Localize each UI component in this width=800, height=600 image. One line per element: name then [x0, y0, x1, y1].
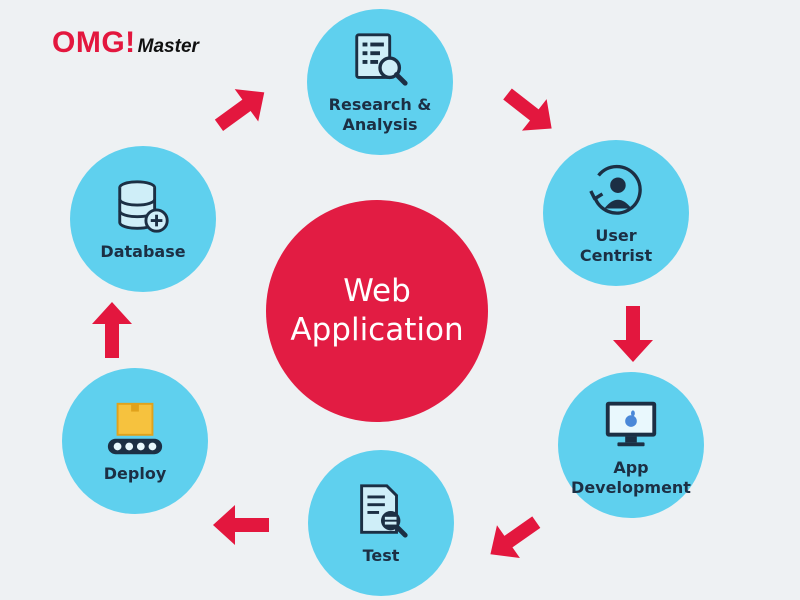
node-app-development: App Development: [558, 372, 704, 518]
arrow-deploy-to-database: [92, 302, 132, 358]
conveyor-box-icon: [107, 402, 163, 455]
test-document-icon: [360, 484, 408, 538]
arrow-database-to-research: [207, 76, 277, 142]
node-research-analysis: Research & Analysis: [307, 9, 453, 155]
research-document-icon: [355, 33, 408, 86]
logo: OMG!Master: [52, 26, 199, 60]
center-node: Web Application: [266, 200, 488, 422]
arrow-test-to-deploy: [213, 505, 269, 545]
step-label-test: Test: [362, 546, 400, 565]
node-deploy: Deploy: [62, 368, 208, 514]
database-add-icon: [118, 180, 169, 233]
logo-suffix: Master: [137, 36, 199, 57]
step-label-research: Research & Analysis: [328, 95, 432, 134]
monitor-apple-icon: [605, 401, 657, 447]
user-refresh-icon: [589, 164, 642, 215]
step-label-database: Database: [100, 242, 186, 261]
logo-brand: OMG!: [52, 26, 136, 59]
node-test: Test: [308, 450, 454, 596]
node-database: Database: [70, 146, 216, 292]
arrow-user-to-app: [613, 306, 653, 362]
node-user-centrist: User Centrist: [543, 140, 689, 286]
step-label-deploy: Deploy: [103, 464, 167, 483]
step-label-app: App Development: [571, 458, 691, 497]
center-label: Web Application: [290, 273, 464, 348]
arrow-research-to-user: [495, 78, 564, 145]
arrow-app-to-test: [478, 505, 548, 571]
step-label-user: User Centrist: [579, 226, 653, 265]
